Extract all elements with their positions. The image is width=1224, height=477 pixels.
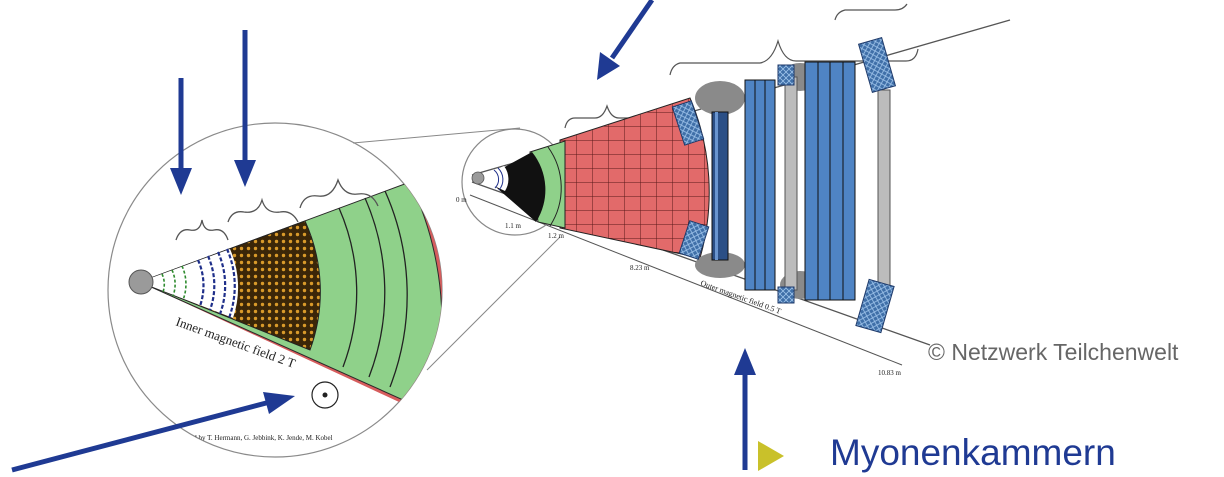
muon-system bbox=[671, 37, 897, 334]
scale-label-1: 1.1 m bbox=[505, 222, 522, 230]
bullet-triangle-icon bbox=[758, 441, 784, 471]
muon-chamber-inner bbox=[711, 111, 729, 261]
brace-sct bbox=[227, 197, 299, 223]
arrow-down-sct bbox=[234, 30, 256, 187]
muon-chambers-label: Myonenkammern bbox=[830, 432, 1116, 473]
scale-label-3: 8.23 m bbox=[630, 264, 650, 272]
inner-detector-zoom: Inner magnetic field 2 T Created by T. H… bbox=[107, 122, 443, 458]
arrow-down-pixel bbox=[170, 78, 192, 195]
copyright-text: © Netzwerk Teilchenwelt bbox=[928, 339, 1179, 365]
brace-muon bbox=[669, 38, 919, 76]
muon-chamber-middle bbox=[744, 79, 776, 291]
toroid-coil bbox=[784, 76, 798, 291]
arrow-to-field-symbol bbox=[11, 392, 295, 473]
arrow-to-calorimeter bbox=[597, 0, 655, 80]
credits-text: Created by T. Hermann, G. Jebbink, K. Je… bbox=[175, 434, 333, 442]
beam-pipe bbox=[128, 269, 154, 295]
brace-trt bbox=[299, 178, 379, 209]
scale-label-0: 0 m bbox=[456, 196, 467, 204]
scale-label-4: 10.83 m bbox=[878, 369, 902, 377]
zoom-connector-top bbox=[352, 127, 521, 144]
zoom-connector-bottom bbox=[426, 236, 561, 371]
scale-label-2: 1.2 m bbox=[548, 232, 565, 240]
arrow-up-muon bbox=[734, 348, 756, 470]
full-detector-wedge: 0 m 1.1 m 1.2 m 8.23 m 10.83 m Outer mag… bbox=[456, 3, 1011, 377]
brace-pixel bbox=[175, 219, 229, 241]
pointer-arrows bbox=[11, 0, 756, 473]
